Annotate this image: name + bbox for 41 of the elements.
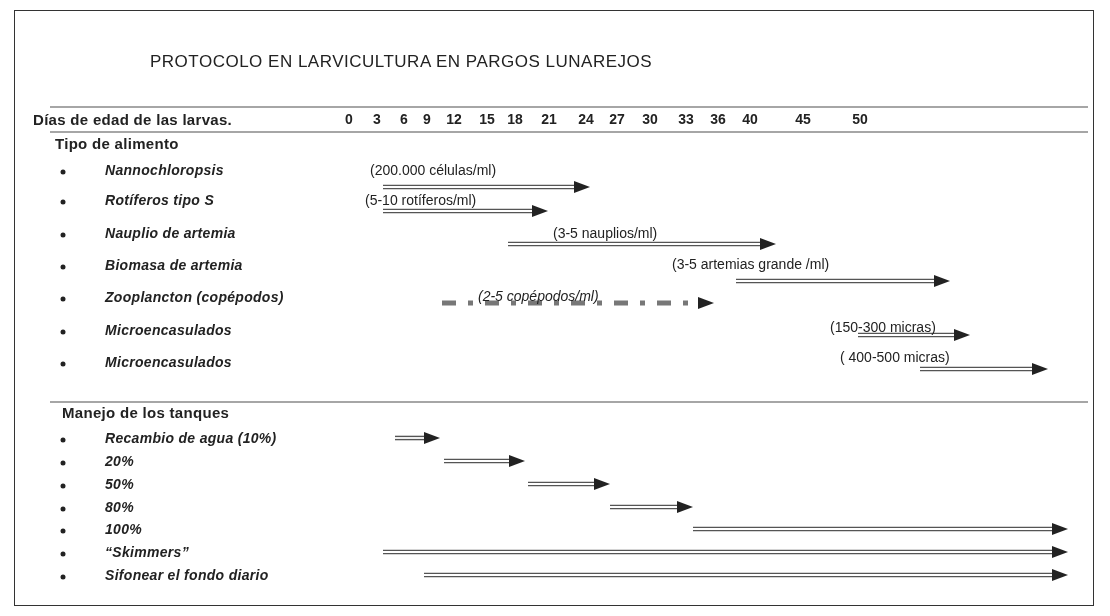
day-tick-label: 45	[795, 111, 811, 127]
day-tick-label: 36	[710, 111, 726, 127]
dose-note: (3-5 nauplios/ml)	[553, 225, 658, 241]
item-label: 20%	[105, 453, 134, 469]
day-tick-label: 33	[678, 111, 694, 127]
section-heading: Manejo de los tanques	[62, 403, 230, 421]
item-label: Sifonear el fondo diario	[105, 567, 269, 583]
day-tick-label: 12	[446, 111, 462, 127]
day-tick-label: 21	[541, 111, 557, 127]
section-heading: Tipo de alimento	[55, 134, 179, 152]
dose-note: (2-5 copépodos/ml)	[478, 288, 599, 304]
day-tick-label: 40	[742, 111, 758, 127]
item-label: “Skimmers”	[105, 544, 189, 560]
day-tick-label: 9	[423, 111, 431, 127]
day-tick-label: 0	[345, 111, 353, 127]
item-label: Recambio de agua (10%)	[105, 430, 277, 446]
dose-note: (150-300 micras)	[830, 319, 936, 335]
day-tick-label: 18	[507, 111, 523, 127]
axis-title: Días de edad de las larvas.	[33, 110, 233, 128]
dose-note: ( 400-500 micras)	[840, 349, 950, 365]
item-label: Zooplancton (copépodos)	[105, 289, 284, 305]
item-label: Rotíferos tipo S	[105, 192, 215, 208]
dose-note: (5-10 rotíferos/ml)	[365, 192, 477, 208]
day-tick-label: 30	[642, 111, 658, 127]
item-label: Microencasulados	[105, 354, 232, 370]
item-label: Biomasa de artemia	[105, 257, 243, 273]
item-label: Nannochloropsis	[105, 162, 224, 178]
day-tick-label: 27	[609, 111, 625, 127]
day-tick-label: 50	[852, 111, 868, 127]
day-tick-label: 6	[400, 111, 408, 127]
item-label: Microencasulados	[105, 322, 232, 338]
day-tick-label: 15	[479, 111, 495, 127]
item-label: 80%	[105, 499, 134, 515]
item-label: 100%	[105, 521, 142, 537]
day-tick-label: 24	[578, 111, 594, 127]
day-tick-label: 3	[373, 111, 381, 127]
dose-note: (200.000 células/ml)	[370, 162, 497, 178]
item-label: 50%	[105, 476, 134, 492]
item-label: Nauplio de artemia	[105, 225, 236, 241]
diagram-title: PROTOCOLO EN LARVICULTURA EN PARGOS LUNAREJOS	[150, 52, 653, 72]
dose-note: (3-5 artemias grande /ml)	[672, 256, 830, 272]
